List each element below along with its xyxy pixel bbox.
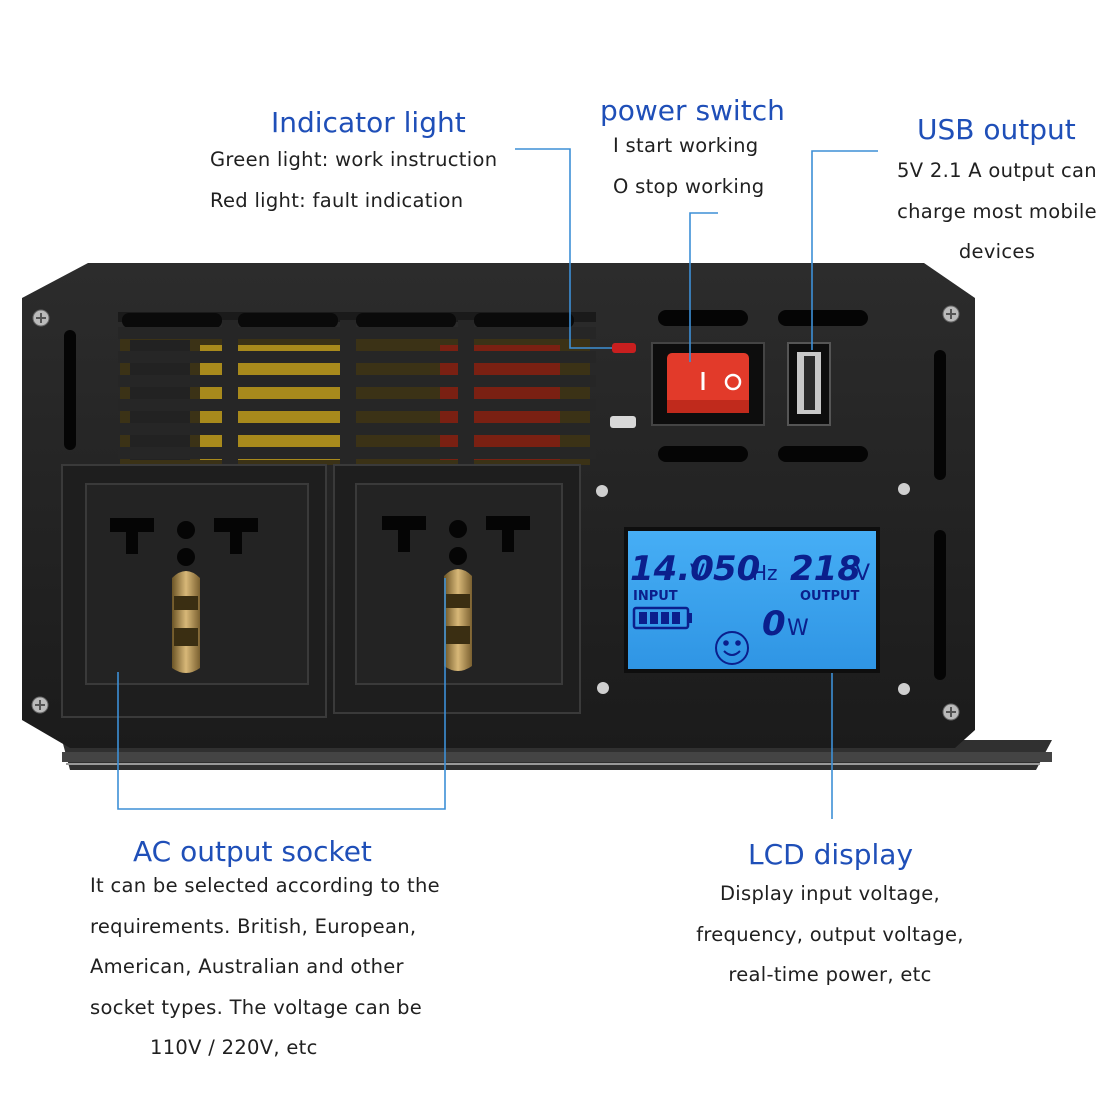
ac-socket-right[interactable]: [333, 464, 581, 714]
indicator-leader-line: [515, 148, 612, 349]
ac-line-2: requirements. British, European,: [90, 914, 417, 938]
lcd-input-unit: V: [690, 561, 705, 586]
ac-output-socket-description: It can be selected according to the requ…: [90, 866, 440, 1069]
ac-socket-leader-line: [117, 578, 446, 810]
lcd-output-label: OUTPUT: [800, 589, 860, 604]
usb-line-2: charge most mobile: [897, 199, 1097, 223]
smiley-icon: [715, 631, 749, 665]
power-switch-leader-line: [689, 212, 718, 362]
ac-line-5: 110V / 220V, etc: [150, 1036, 318, 1059]
indicator-light-red: [612, 343, 636, 353]
power-switch-description: I start working O stop working: [613, 126, 764, 207]
lcd-power: 0: [762, 604, 786, 644]
usb-line-1: 5V 2.1 A output can: [897, 159, 1097, 182]
usb-leader-line: [811, 150, 878, 350]
lcd-line-2: frequency, output voltage,: [696, 922, 964, 946]
lcd-screw-icons: [596, 483, 910, 695]
indicator-line-green: Green light: work instruction: [210, 148, 498, 171]
leader-lines: [117, 148, 878, 819]
lcd-frequency-unit: Hz: [752, 561, 778, 585]
power-switch-line-on: I start working: [613, 134, 759, 157]
power-switch-button[interactable]: [651, 342, 765, 426]
indicator-light-green: [610, 416, 636, 428]
indicator-line-red: Red light: fault indication: [210, 188, 464, 212]
lcd-power-unit: W: [787, 616, 809, 641]
usb-output-title: USB output: [917, 113, 1076, 146]
lcd-display: 14.0 V 50 Hz 218 V INPUT OUTPUT 0 W: [624, 527, 880, 673]
battery-icon: [632, 606, 692, 630]
power-switch-line-off: O stop working: [613, 174, 765, 198]
ac-line-3: American, Australian and other: [90, 955, 404, 978]
lcd-input-voltage: 14.0: [630, 549, 714, 589]
lcd-line-1: Display input voltage,: [719, 882, 941, 905]
ac-socket-left[interactable]: [61, 464, 327, 718]
lcd-output-unit: V: [855, 561, 870, 586]
indicator-light-description: Green light: work instruction Red light:…: [210, 140, 497, 221]
usb-line-3: devices: [958, 240, 1036, 263]
indicator-light-title: Indicator light: [271, 106, 466, 139]
top-right-slots: [658, 310, 868, 462]
lcd-output-voltage: 218: [790, 549, 861, 589]
usb-port[interactable]: [787, 342, 831, 426]
lcd-display-description: Display input voltage, frequency, output…: [680, 874, 980, 996]
side-vents: [64, 330, 946, 680]
usb-output-description: 5V 2.1 A output can charge most mobile d…: [890, 151, 1104, 273]
ac-line-4: socket types. The voltage can be: [90, 995, 423, 1019]
lcd-input-label: INPUT: [633, 589, 678, 604]
power-switch-title: power switch: [600, 94, 785, 127]
ac-line-1: It can be selected according to the: [90, 874, 440, 897]
ventilation-grille: [118, 312, 596, 465]
lcd-display-title: LCD display: [748, 838, 914, 871]
lcd-frequency: 50: [713, 549, 760, 589]
lcd-line-3: real-time power, etc: [728, 963, 932, 986]
ac-output-socket-title: AC output socket: [133, 835, 372, 868]
